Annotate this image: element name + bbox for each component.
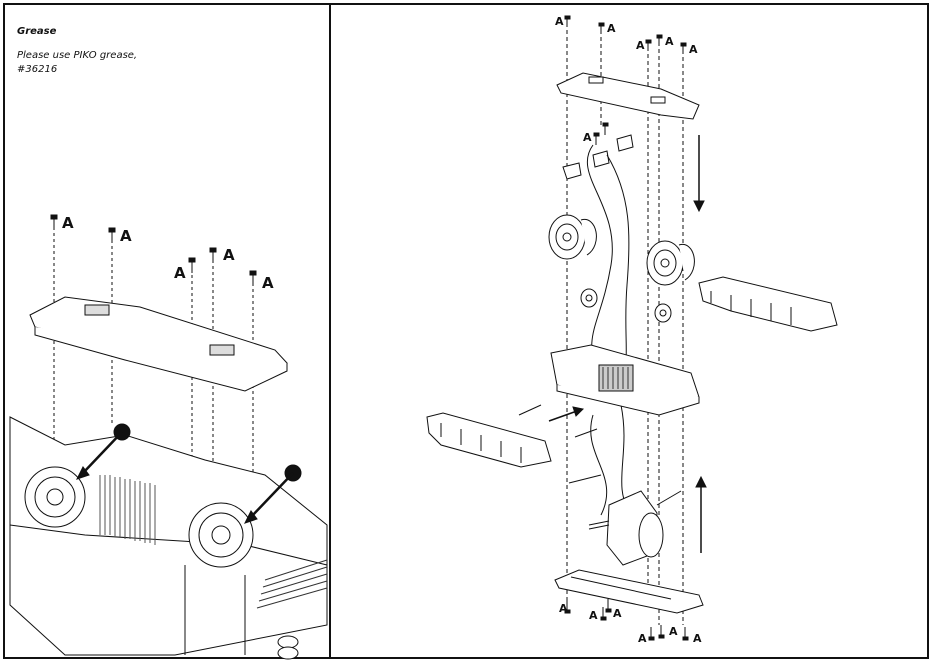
screw-label: A bbox=[120, 227, 132, 245]
screw-icon bbox=[602, 122, 609, 135]
screw-label: A bbox=[174, 264, 186, 282]
screw-icon bbox=[605, 599, 612, 613]
screw-icon bbox=[645, 39, 652, 51]
wheel-icon bbox=[24, 466, 86, 528]
screw-label: A bbox=[555, 15, 564, 28]
screw-label: A bbox=[636, 39, 645, 52]
screw-icon bbox=[564, 600, 571, 614]
side-frame-left bbox=[426, 412, 552, 468]
grease-note-line2: #36216 bbox=[17, 64, 58, 75]
screw-label: A bbox=[607, 22, 616, 35]
screw-label: A bbox=[589, 609, 598, 622]
screw-icon bbox=[564, 15, 571, 27]
gear-icon bbox=[654, 303, 672, 323]
gearbox-frame bbox=[550, 344, 700, 416]
grease-note: Grease Please use PIKO grease, #36216 bbox=[17, 25, 137, 77]
bogie-lubrication-illustration: A A A A A bbox=[9, 214, 328, 660]
screw-icon bbox=[108, 227, 116, 243]
screw-label: A bbox=[62, 214, 74, 232]
grease-note-line1: Please use PIKO grease, bbox=[17, 50, 138, 61]
screw-label: A bbox=[559, 602, 568, 615]
screw-icon bbox=[598, 22, 605, 34]
bogie-cover-plate bbox=[29, 296, 288, 392]
screw-labels: A A A A A bbox=[62, 214, 274, 292]
bottom-plate bbox=[554, 569, 704, 614]
screw-icon bbox=[249, 270, 257, 286]
screw-icon bbox=[209, 247, 217, 263]
screw-icon bbox=[682, 627, 689, 641]
screw-icon bbox=[593, 132, 600, 145]
grease-point-icon bbox=[244, 464, 302, 524]
grease-point-icon bbox=[76, 423, 131, 480]
screw-labels: A A A A A A A A A A A A bbox=[555, 15, 702, 645]
down-arrow-icon bbox=[693, 135, 705, 213]
wheel-icon bbox=[646, 240, 695, 286]
top-cover-plate bbox=[556, 72, 700, 120]
screw-label: A bbox=[665, 35, 674, 48]
screw-label: A bbox=[638, 632, 647, 645]
screw-icon bbox=[188, 257, 196, 273]
screw-label: A bbox=[223, 246, 235, 264]
wheel-icon bbox=[188, 502, 254, 568]
screw-label: A bbox=[613, 607, 622, 620]
wheel-icon bbox=[548, 214, 597, 260]
bogie-frame bbox=[9, 416, 328, 660]
screw-label: A bbox=[669, 625, 678, 638]
grease-note-title: Grease bbox=[17, 26, 57, 37]
screw-label: A bbox=[689, 43, 698, 56]
up-arrow-icon bbox=[695, 475, 707, 553]
contact-clip bbox=[562, 134, 634, 180]
screw-label: A bbox=[583, 131, 592, 144]
right-arrow-icon bbox=[548, 406, 585, 422]
side-frame-right bbox=[698, 276, 838, 332]
screw-icon bbox=[656, 34, 663, 46]
screw-label: A bbox=[262, 274, 274, 292]
right-panel: A A A A A A A A A A A A bbox=[331, 3, 929, 659]
screw-label: A bbox=[693, 632, 702, 645]
screw-icon bbox=[648, 627, 655, 641]
screw-icon bbox=[658, 625, 665, 639]
exploded-view-illustration: A A A A A A A A A A A A bbox=[426, 15, 838, 645]
screw-icon bbox=[680, 42, 687, 54]
screw-icon bbox=[600, 607, 607, 621]
gear-icon bbox=[580, 288, 598, 308]
screw-icon bbox=[50, 214, 58, 230]
motor-icon bbox=[588, 490, 664, 566]
left-panel: Grease Please use PIKO grease, #36216 bbox=[3, 3, 331, 660]
